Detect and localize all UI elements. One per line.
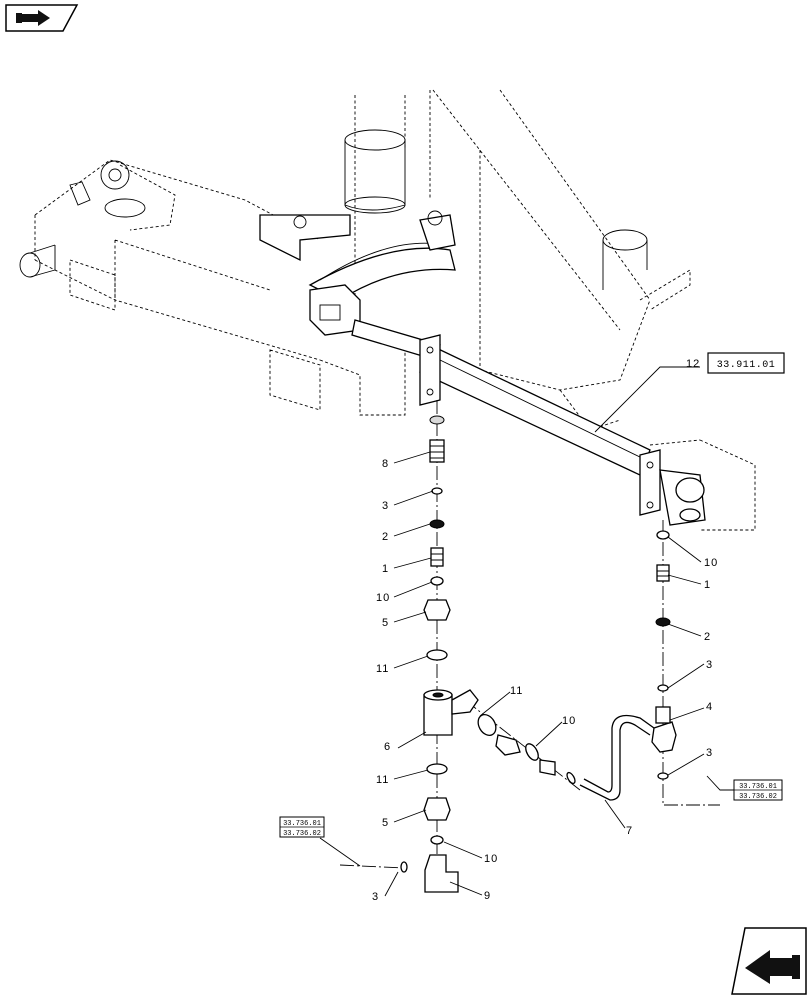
- side-ref-right-line1: 33.736.01: [739, 783, 777, 791]
- callout-5: 5: [382, 817, 389, 829]
- side-ref-left-line1: 33.736.01: [283, 820, 321, 828]
- machine-frame-outline: [19, 89, 756, 531]
- callout-10: 10: [562, 715, 576, 727]
- diagonal-fitting-chain: [477, 706, 677, 801]
- callout-3: 3: [382, 500, 389, 512]
- callout-11: 11: [376, 774, 389, 786]
- callout-7: 7: [626, 825, 633, 837]
- hand-pointing-left-icon: [745, 950, 800, 984]
- callout-5: 5: [382, 617, 389, 629]
- callout-3: 3: [706, 747, 713, 759]
- callout-10: 10: [484, 853, 498, 865]
- main-ref-box[interactable]: 33.911.01: [707, 352, 785, 374]
- callout-1: 1: [382, 563, 389, 575]
- callout-9: 9: [484, 890, 491, 902]
- callout-3: 3: [706, 659, 713, 671]
- callout-11: 11: [376, 663, 389, 675]
- hydraulic-cylinder: [351, 319, 706, 526]
- side-ref-right-line2: 33.736.02: [739, 793, 777, 801]
- callout-10: 10: [704, 557, 718, 569]
- callout-2: 2: [382, 531, 389, 543]
- back-nav-button[interactable]: [5, 4, 79, 32]
- callout-labels: 12 8 3 2 1 10 5 11 6 11 5 10 3 9 11 10 7…: [372, 358, 718, 903]
- side-ref-box-left[interactable]: 33.736.01 33.736.02: [279, 816, 325, 838]
- left-fitting-stack: [400, 415, 479, 893]
- right-fitting-stack: [655, 530, 671, 780]
- leader-lines: [319, 366, 735, 897]
- callout-6: 6: [384, 741, 391, 753]
- callout-1: 1: [704, 579, 711, 591]
- callout-12: 12: [686, 358, 700, 370]
- side-ref-left-line2: 33.736.02: [283, 830, 321, 838]
- callout-8: 8: [382, 458, 389, 470]
- side-ref-box-right[interactable]: 33.736.01 33.736.02: [733, 779, 783, 801]
- callout-2: 2: [704, 631, 711, 643]
- hand-pointing-right-icon: [16, 10, 50, 26]
- pivot-bracket: [259, 210, 456, 336]
- callout-11: 11: [510, 685, 523, 697]
- main-ref-text: 33.911.01: [717, 360, 776, 371]
- callout-3: 3: [372, 891, 379, 903]
- callout-10: 10: [376, 592, 390, 604]
- forward-nav-button[interactable]: [731, 927, 807, 995]
- callout-4: 4: [706, 701, 713, 713]
